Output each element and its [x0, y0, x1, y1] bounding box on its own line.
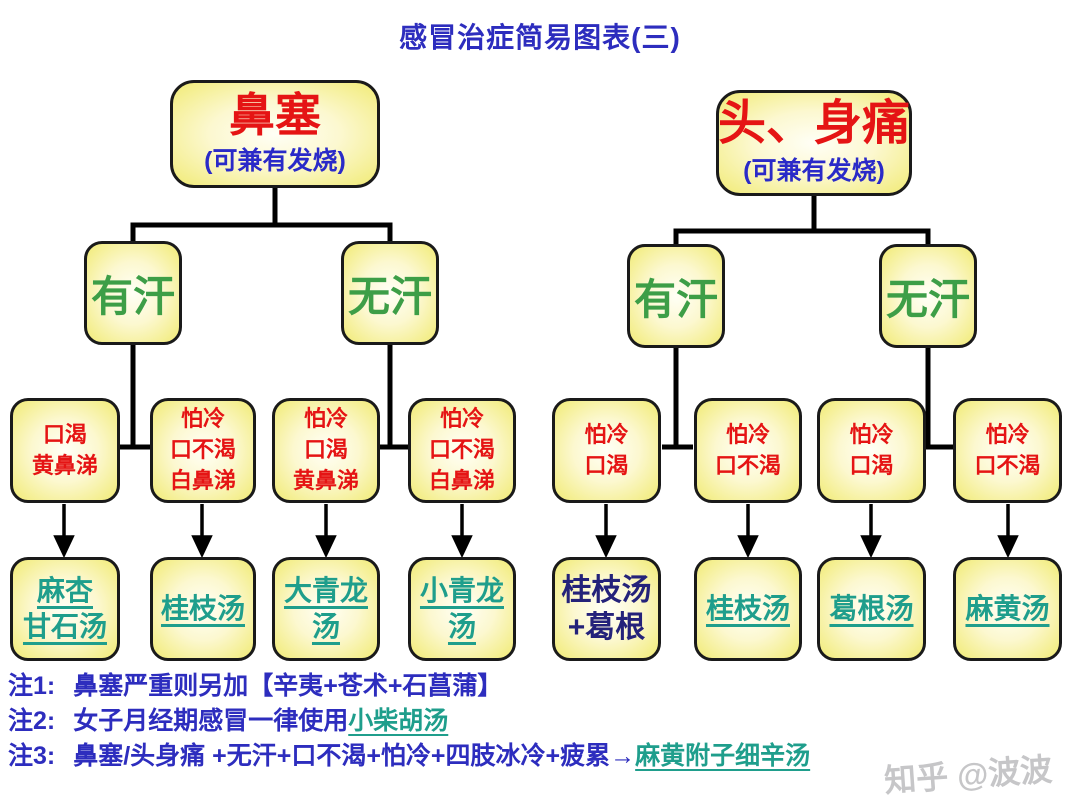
symptom-text: 怕冷 口不渴 [714, 421, 781, 478]
prescription-box-7: 葛根汤 [817, 557, 926, 661]
symptom-box-7: 怕冷 口渴 [817, 398, 926, 503]
tree-connectors [118, 187, 954, 450]
symptom-text: 口渴 黄鼻涕 [31, 421, 98, 478]
root-box-nasal-congestion: 鼻塞 (可兼有发烧) [170, 80, 380, 188]
prescription-box-8: 麻黄汤 [953, 557, 1062, 661]
prescription-text: 桂枝汤 +葛根 [561, 573, 652, 645]
symptom-box-3: 怕冷 口渴 黄鼻涕 [272, 398, 380, 503]
note-2: 注2: 女子月经期感冒一律使用小柴胡汤 [8, 701, 448, 737]
prescription-text: 桂枝汤 [705, 592, 790, 624]
prescription-text: 葛根汤 [829, 592, 914, 624]
branch-label: 有汗 [633, 275, 718, 323]
prescription-text: 麻杏 甘石汤 [22, 574, 107, 642]
note-body: 鼻塞/头身痛 +无汗+口不渴+怕冷+四肢冰冷+疲累→ [73, 742, 636, 770]
branch-label: 无汗 [885, 275, 970, 323]
symptom-text: 怕冷 口不渴 白鼻涕 [428, 406, 495, 493]
note-3: 注3: 鼻塞/头身痛 +无汗+口不渴+怕冷+四肢冰冷+疲累→麻黄附子细辛汤 [8, 736, 810, 772]
symptom-box-6: 怕冷 口不渴 [694, 398, 802, 503]
symptom-box-1: 口渴 黄鼻涕 [10, 398, 120, 503]
symptom-box-5: 怕冷 口渴 [552, 398, 661, 503]
root-title-nasal-congestion: 鼻塞 [229, 88, 321, 141]
prescription-text: 大青龙 汤 [283, 574, 368, 642]
symptom-text: 怕冷 口不渴 白鼻涕 [169, 406, 236, 493]
symptom-text: 怕冷 口不渴 [974, 421, 1041, 478]
note-prefix: 注1: [8, 672, 56, 700]
symptom-box-4: 怕冷 口不渴 白鼻涕 [408, 398, 516, 503]
root-title-head-body-pain: 头、身痛 [718, 96, 911, 150]
prescription-box-5: 桂枝汤 +葛根 [552, 557, 661, 661]
branch-label: 有汗 [90, 272, 175, 320]
page-title: 感冒治症简易图表(三) [399, 22, 681, 53]
note-body: 女子月经期感冒一律使用 [73, 707, 349, 735]
note-body: 鼻塞严重则另加【辛夷+苍术+石菖蒲】 [73, 672, 503, 700]
note-1: 注1: 鼻塞严重则另加【辛夷+苍术+石菖蒲】 [8, 666, 502, 702]
symptom-box-2: 怕冷 口不渴 白鼻涕 [150, 398, 256, 503]
symptom-text: 怕冷 口渴 [849, 421, 894, 478]
note-remedy-link: 小柴胡汤 [348, 707, 449, 735]
symptom-text: 怕冷 口渴 黄鼻涕 [292, 406, 359, 493]
branch-label: 无汗 [347, 272, 432, 320]
arrow-connectors [53, 504, 1019, 559]
prescription-text: 桂枝汤 [160, 592, 245, 624]
prescription-box-1: 麻杏 甘石汤 [10, 557, 120, 661]
root-subtitle-fever-possible: (可兼有发烧) [743, 157, 885, 186]
branch-box-no-sweating-left: 无汗 [341, 241, 439, 345]
note-remedy-link: 麻黄附子细辛汤 [635, 742, 811, 770]
root-box-head-body-pain: 头、身痛 (可兼有发烧) [716, 90, 912, 196]
branch-box-sweating-right: 有汗 [627, 244, 725, 348]
prescription-box-2: 桂枝汤 [150, 557, 256, 661]
branch-box-sweating-left: 有汗 [84, 241, 182, 345]
prescription-box-4: 小青龙 汤 [408, 557, 516, 661]
prescription-box-6: 桂枝汤 [694, 557, 802, 661]
symptom-text: 怕冷 口渴 [584, 421, 629, 478]
prescription-text: 麻黄汤 [965, 592, 1050, 624]
prescription-text: 小青龙 汤 [419, 574, 504, 642]
symptom-box-8: 怕冷 口不渴 [953, 398, 1062, 503]
note-prefix: 注2: [8, 707, 56, 735]
note-prefix: 注3: [8, 742, 56, 770]
root-subtitle-fever-possible: (可兼有发烧) [204, 147, 346, 176]
prescription-box-3: 大青龙 汤 [272, 557, 380, 661]
branch-box-no-sweating-right: 无汗 [879, 244, 977, 348]
